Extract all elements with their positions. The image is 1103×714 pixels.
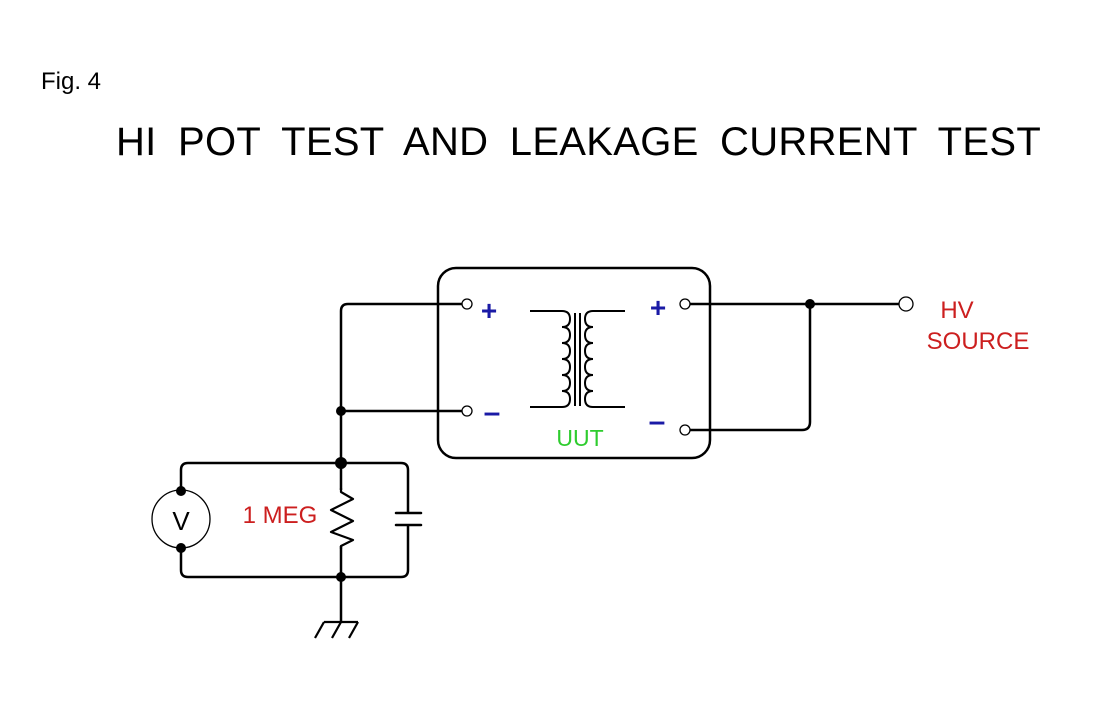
voltmeter-label: V	[172, 506, 190, 536]
polarity-plus-primary: +	[481, 295, 497, 326]
ground-icon	[314, 620, 359, 639]
uut-label: UUT	[556, 425, 603, 451]
polarity-minus-primary: –	[484, 396, 501, 429]
uut-enclosure	[436, 266, 712, 460]
hv-source-label-line2: SOURCE	[927, 328, 1030, 355]
polarity-plus-secondary: +	[650, 292, 666, 323]
wire-secondary-minus	[687, 302, 812, 432]
hv-source-label-line1: HV	[940, 297, 973, 324]
junction-dot	[336, 572, 346, 582]
wire-primary-plus	[339, 302, 465, 579]
terminal-primary-plus	[461, 298, 473, 310]
junction-dot	[176, 486, 186, 496]
junction-dot	[336, 406, 346, 416]
terminal-hv-source	[898, 296, 914, 312]
wire-meter-top	[179, 461, 410, 514]
resistor-label: 1 MEG	[243, 502, 318, 529]
junction-dot	[335, 457, 347, 469]
junction-dot	[805, 299, 815, 309]
wire-meter-bottom	[179, 524, 410, 579]
resistor-icon	[329, 488, 355, 549]
diagram-title: HI POT TEST AND LEAKAGE CURRENT TEST	[116, 120, 1042, 164]
transformer-icon	[530, 310, 625, 408]
terminal-secondary-plus	[679, 298, 691, 310]
junction-dot	[176, 543, 186, 553]
terminal-secondary-minus	[679, 424, 691, 436]
polarity-minus-secondary: –	[649, 405, 666, 438]
terminal-primary-minus	[461, 405, 473, 417]
figure-label: Fig. 4	[41, 68, 102, 95]
